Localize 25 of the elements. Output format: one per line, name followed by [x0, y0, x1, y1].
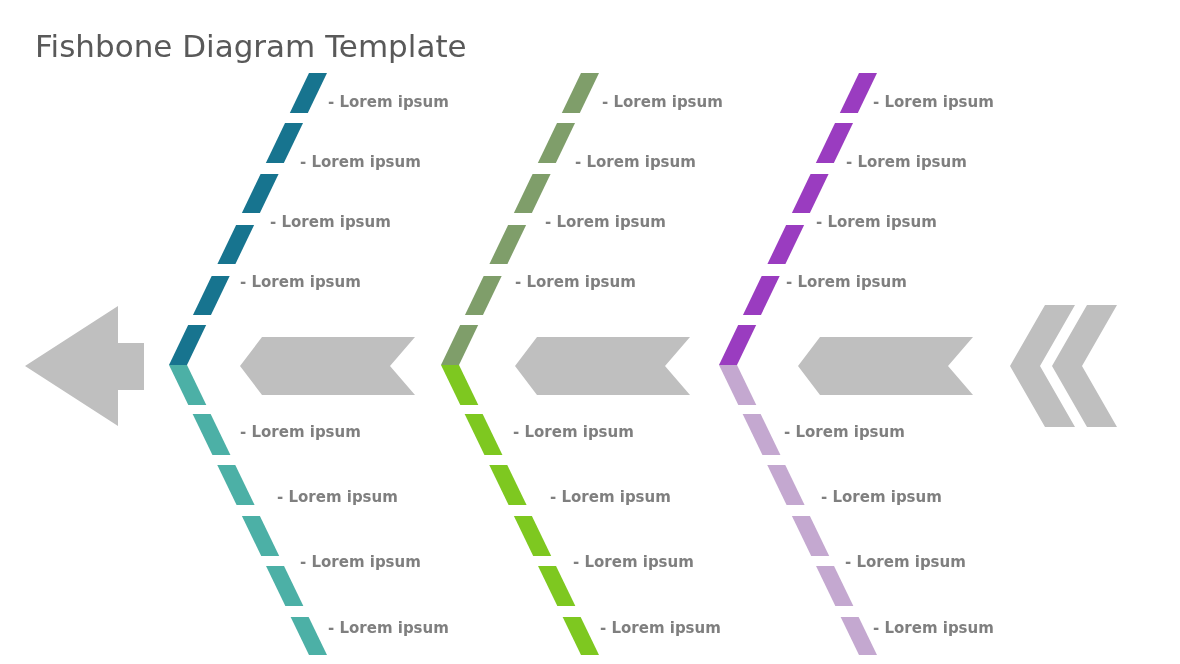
bullet-text: - Lorem ipsum: [784, 422, 905, 442]
bullet-text: - Lorem ipsum: [328, 618, 449, 638]
bullet-text: - Lorem ipsum: [240, 272, 361, 292]
bullet-text: - Lorem ipsum: [845, 552, 966, 572]
bullet-text: - Lorem ipsum: [328, 92, 449, 112]
bullet-text: - Lorem ipsum: [550, 487, 671, 507]
bullet-text: - Lorem ipsum: [545, 212, 666, 232]
bullet-text: - Lorem ipsum: [300, 152, 421, 172]
bullet-text: - Lorem ipsum: [602, 92, 723, 112]
bullet-text: - Lorem ipsum: [270, 212, 391, 232]
bullet-text: - Lorem ipsum: [277, 487, 398, 507]
bullet-text: - Lorem ipsum: [300, 552, 421, 572]
bullet-text: - Lorem ipsum: [575, 152, 696, 172]
bullet-text: - Lorem ipsum: [600, 618, 721, 638]
bullet-text: - Lorem ipsum: [240, 422, 361, 442]
bullet-text: - Lorem ipsum: [816, 212, 937, 232]
bullet-text: - Lorem ipsum: [873, 618, 994, 638]
bullet-text: - Lorem ipsum: [573, 552, 694, 572]
bullet-text: - Lorem ipsum: [821, 487, 942, 507]
title: Fishbone Diagram Template: [35, 28, 467, 64]
bullet-text: - Lorem ipsum: [513, 422, 634, 442]
bullet-text: - Lorem ipsum: [786, 272, 907, 292]
bullet-text: - Lorem ipsum: [515, 272, 636, 292]
bullet-text: - Lorem ipsum: [873, 92, 994, 112]
bullet-text: - Lorem ipsum: [846, 152, 967, 172]
